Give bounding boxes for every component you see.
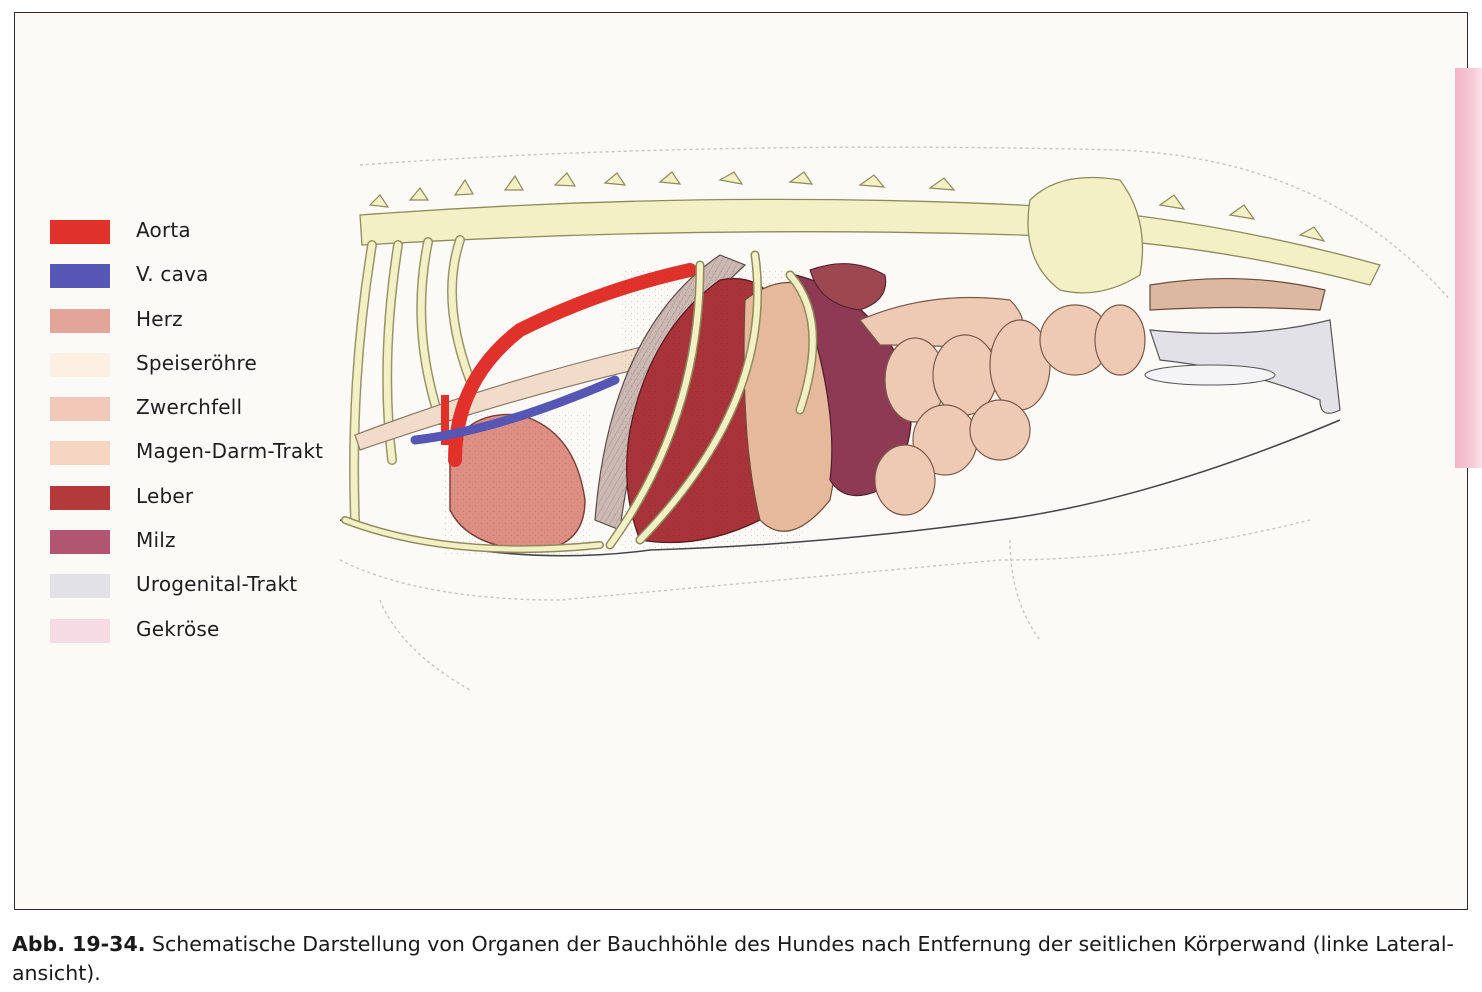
legend-label: Speiseröhre [136,350,257,375]
colon [1149,277,1326,311]
legend-label: Gekröse [136,616,220,641]
intestines [859,296,1146,516]
legend-label: Herz [136,306,183,331]
legend-swatch [50,618,110,643]
legend-swatch [50,220,110,244]
legend-item: Herz [48,307,348,351]
caption-text: Schematische Darstellung von Organen der… [12,932,1454,985]
legend-swatch [50,264,110,289]
legend-item: Magen-Darm-Trakt [48,439,348,483]
kidney [1144,364,1276,386]
legend-label: Magen-Darm-Trakt [136,439,324,464]
legend-item: Urogenital-Trakt [48,572,348,616]
legend-swatch [50,308,110,333]
legend-item: Leber [48,484,348,528]
legend-label: Aorta [136,218,191,242]
legend-swatch [50,397,110,422]
legend-swatch [50,574,110,599]
vena-cava [410,375,620,445]
legend-swatch [50,352,110,377]
legend-label: Urogenital-Trakt [136,572,298,597]
legend-swatch [50,530,110,555]
spine [359,176,1381,294]
legend-item: Aorta [48,218,348,262]
legend-swatch [50,485,110,510]
legend-label: Leber [136,483,194,508]
legend-item: V. cava [48,262,348,306]
caption-label: Abb. 19-34. [12,932,146,956]
legend-item: Milz [48,528,348,572]
legend-item: Zwerchfell [48,395,348,439]
legend-label: Milz [136,528,176,553]
legend-item: Speiseröhre [48,351,348,395]
figure-caption: Abb. 19-34. Schematische Darstellung von… [12,930,1472,988]
legend-item: Gekröse [48,617,348,661]
legend-swatch [50,441,110,466]
body-outline [339,146,1451,691]
legend-label: V. cava [136,262,209,287]
vertebral-processes [368,171,1326,242]
legend-label: Zwerchfell [136,395,243,420]
page-edge-marker [1455,68,1482,468]
spleen-top [809,263,887,311]
